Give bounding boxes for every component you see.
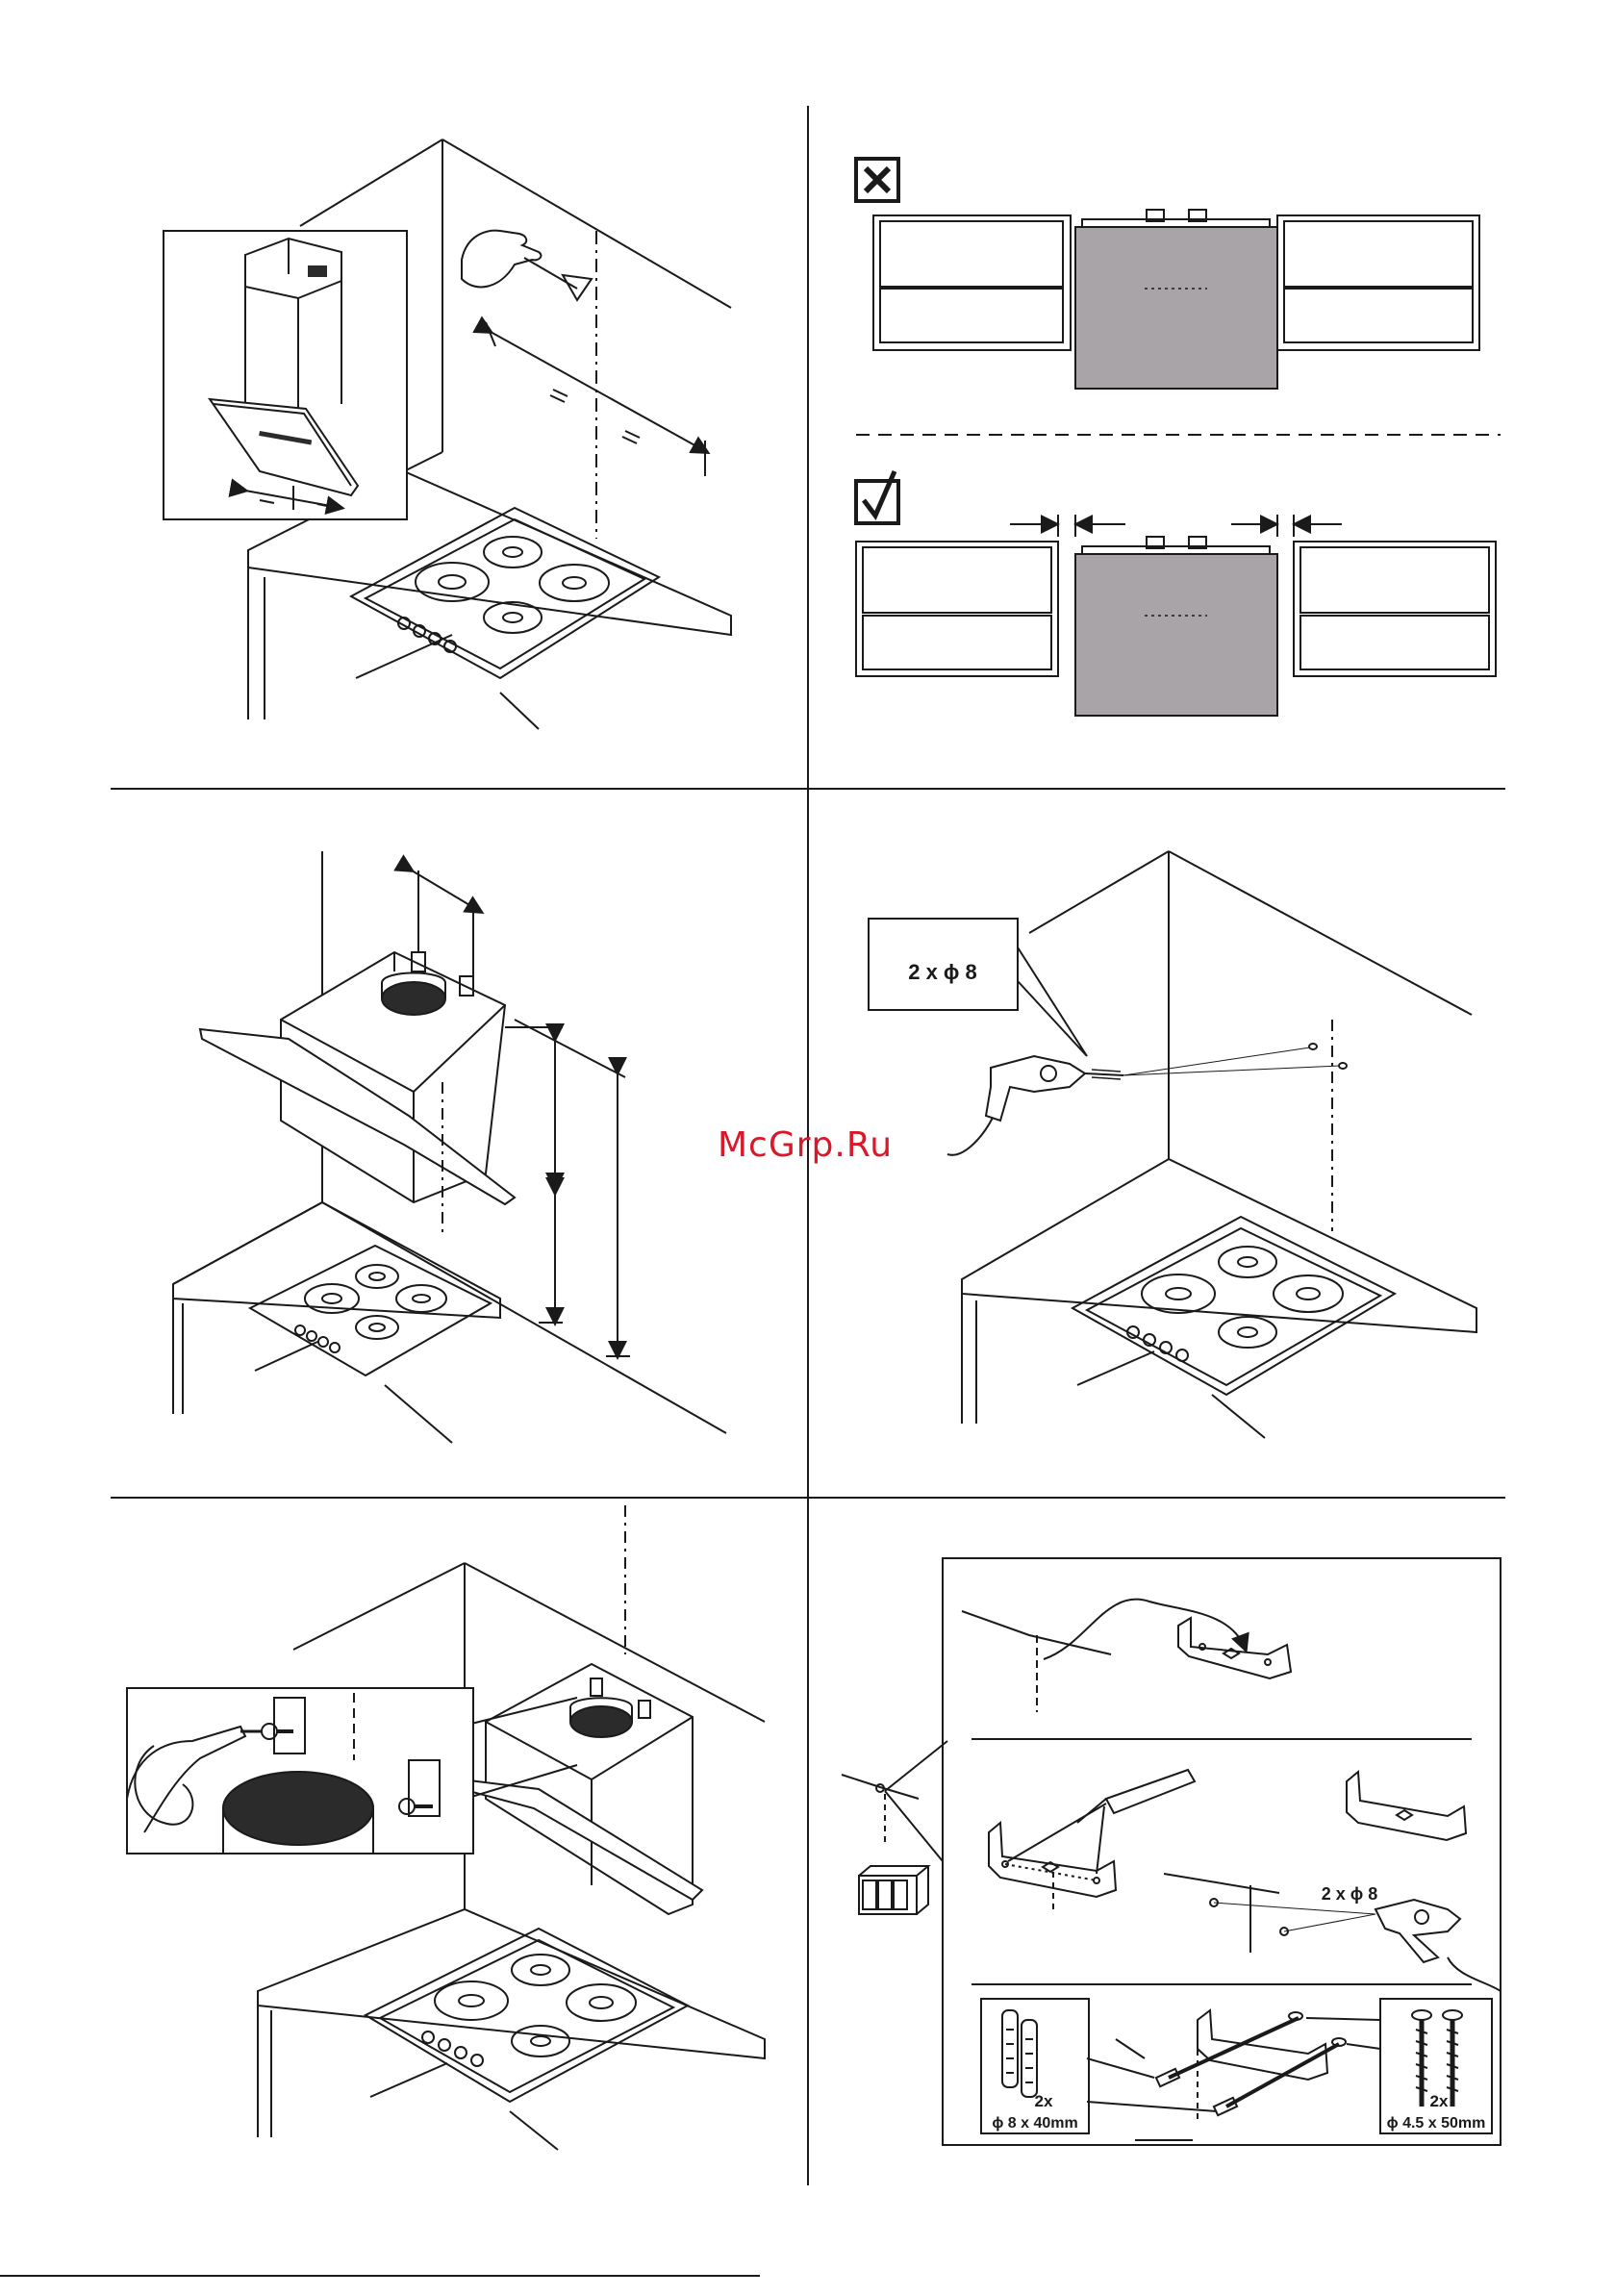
watermark-text: McGrp.Ru [718, 1125, 893, 1165]
drill-callout-label: 2 x ϕ 8 [908, 960, 977, 984]
screws-qty: 2x [1430, 2092, 1449, 2110]
panel-mark-axis [164, 139, 731, 729]
plugs-size: ϕ 8 x 40mm [992, 2115, 1077, 2132]
check-box-icon [856, 471, 898, 523]
bracket-drill-label: 2 x ϕ 8 [1322, 1884, 1378, 1904]
screws-size: ϕ 4.5 x 50mm [1387, 2115, 1486, 2132]
panel-hood-height [173, 851, 726, 1443]
cross-box-icon [856, 159, 898, 201]
panel-drilling [869, 851, 1476, 1438]
panel-fix-hood [127, 1505, 765, 2150]
panel-spacing [856, 159, 1501, 716]
plugs-qty: 2x [1035, 2092, 1053, 2110]
panel-brackets [842, 1558, 1501, 2145]
